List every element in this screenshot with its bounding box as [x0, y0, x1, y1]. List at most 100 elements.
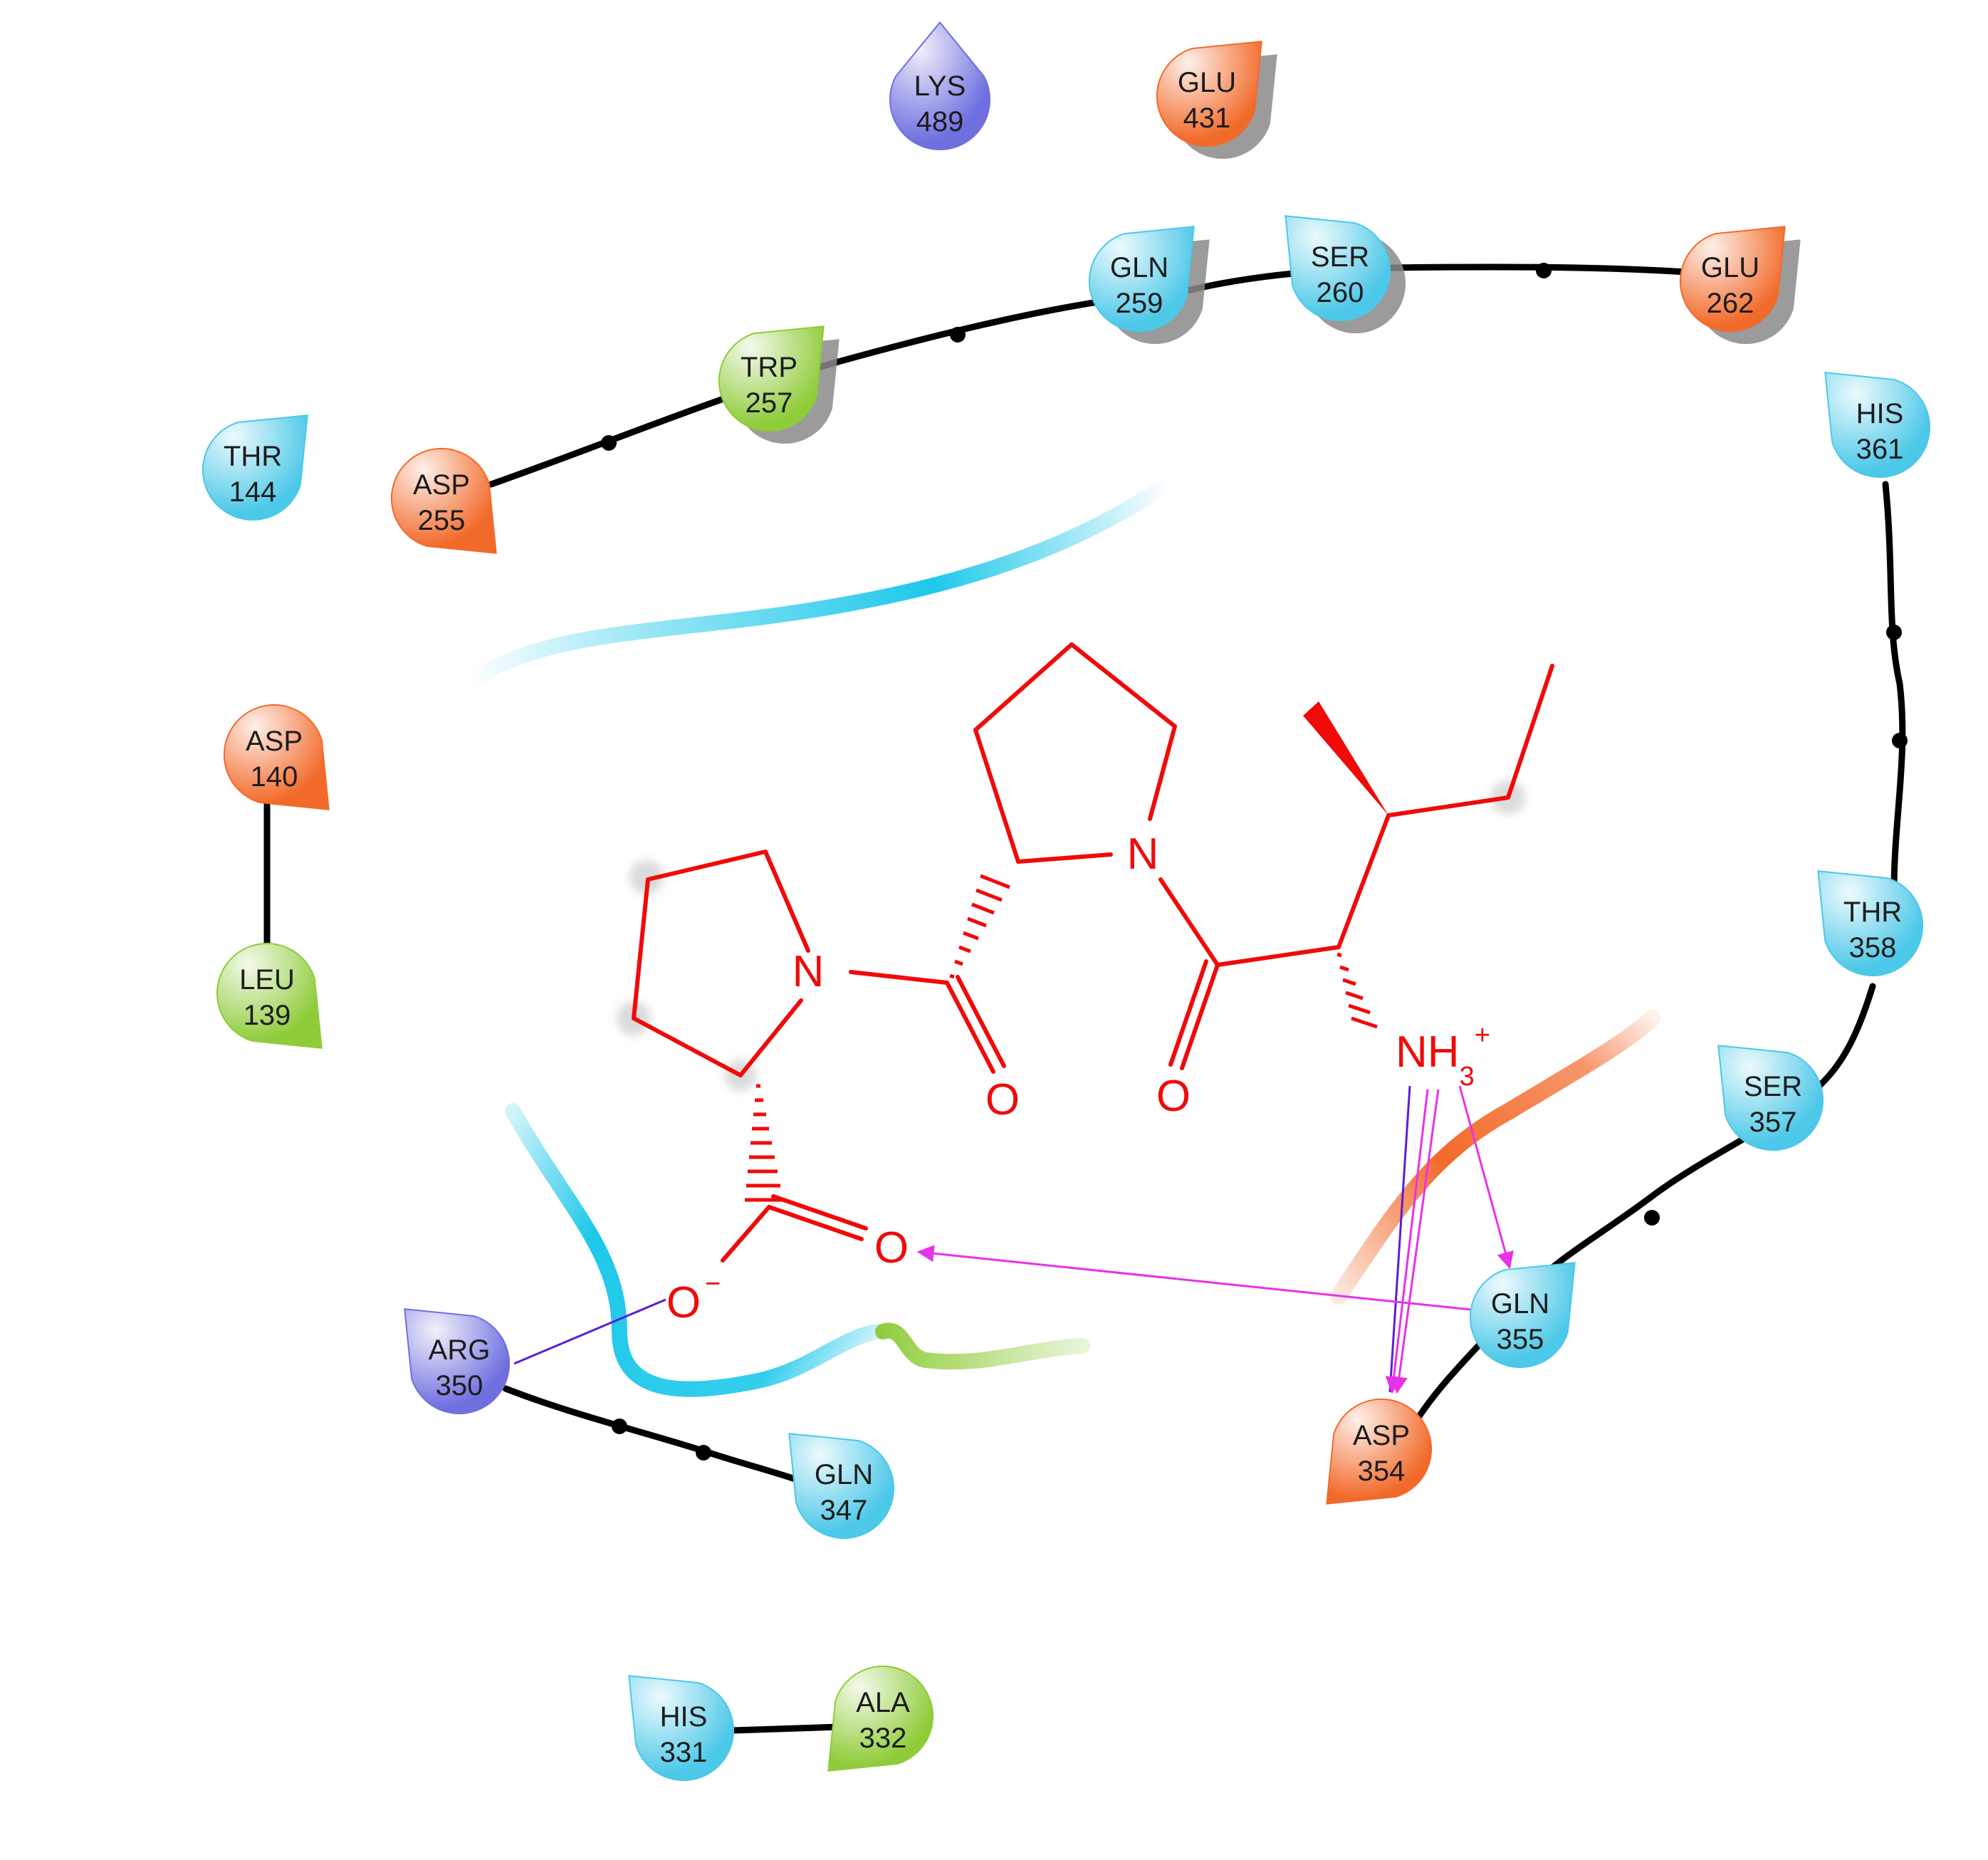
atom-n-left: N	[792, 947, 825, 996]
atom-o-carbonyl-left: O	[985, 1075, 1020, 1124]
residue-asp255: ASP 255	[390, 447, 497, 554]
residue-number: 255	[418, 505, 466, 536]
residue-number: 354	[1358, 1456, 1406, 1487]
salt-bridge-asp354	[1388, 1085, 1411, 1393]
atom-o-carboxylate-charge: −	[705, 1269, 721, 1299]
residue-name: LEU	[239, 964, 295, 996]
bond	[956, 975, 1006, 1068]
pocket-contour	[462, 476, 1660, 1397]
interactions	[513, 1085, 1514, 1394]
residue-name: SER	[1744, 1071, 1802, 1102]
wedge-bond	[1303, 701, 1388, 815]
residue-drop	[1088, 226, 1195, 333]
residue-name: ARG	[429, 1334, 491, 1366]
residue-ala332: ALA 332	[827, 1665, 934, 1772]
hashed-bond	[745, 1084, 783, 1202]
residue-number: 262	[1707, 288, 1754, 319]
residue-number: 358	[1849, 932, 1897, 963]
bond	[721, 1205, 771, 1263]
atom-n-mid: N	[1127, 830, 1159, 879]
residue-number: 140	[251, 761, 298, 793]
residue-drop	[788, 1433, 895, 1540]
residue-drop	[1817, 870, 1924, 977]
residue-number: 350	[436, 1370, 483, 1401]
residue-drop	[223, 704, 330, 810]
bond	[973, 642, 1177, 864]
residue-drop	[1469, 1262, 1576, 1369]
residue-asp354: ASP 354	[1326, 1398, 1433, 1505]
backbone-thr358-asp354	[1406, 983, 1876, 1435]
backbone-node	[1536, 263, 1552, 278]
residue-name: ASP	[413, 469, 470, 501]
residue-name: ASP	[1353, 1420, 1410, 1451]
residue-number: 139	[244, 1000, 291, 1031]
residue-asp140: ASP 140	[223, 704, 330, 810]
bond	[1180, 963, 1220, 1070]
residue-name: TRP	[741, 352, 797, 383]
bond	[632, 877, 743, 1077]
backbone-node	[1644, 1210, 1660, 1226]
residue-drop	[1156, 41, 1262, 147]
bond	[849, 970, 949, 985]
solvent-exposure-halo	[629, 860, 664, 894]
residue-name: HIS	[1856, 398, 1904, 429]
residue-name: GLN	[1491, 1288, 1549, 1320]
bond	[738, 998, 803, 1077]
residue-drop	[889, 21, 990, 150]
residue-name: GLN	[1110, 252, 1168, 283]
backbone-his361-thr358	[1882, 481, 1906, 894]
residue-his361: HIS 361	[1824, 372, 1931, 479]
residue-number: 357	[1749, 1107, 1797, 1138]
backbone-node	[696, 1445, 711, 1461]
residue-name: THR	[224, 441, 282, 472]
hbond-nh3-asp354-b	[1391, 1089, 1440, 1394]
residue-glu262: GLU 262	[1679, 226, 1801, 345]
residue-gln355: GLN 355	[1469, 1262, 1576, 1369]
residue-drop	[827, 1665, 934, 1772]
bond	[767, 1205, 864, 1241]
bond	[1215, 945, 1341, 967]
residue-name: GLU	[1178, 67, 1236, 98]
residue-name: THR	[1843, 897, 1902, 928]
backbone-node	[1886, 625, 1902, 640]
backbone-links	[263, 263, 1908, 1734]
hbond-gln355-o	[916, 1245, 1478, 1312]
residue-name: GLU	[1701, 252, 1759, 283]
residue-trp257: TRP 257	[718, 325, 839, 444]
backbone-his331-ala332	[730, 1723, 844, 1734]
residue-name: ALA	[856, 1687, 910, 1718]
backbone-arg350-gln347	[502, 1385, 815, 1488]
residue-number: 257	[746, 387, 793, 419]
atom-o-carboxyl: O	[874, 1223, 909, 1273]
backbone-node	[1892, 733, 1908, 748]
residue-number: 332	[859, 1723, 907, 1754]
hbond-nh3-gln355	[1458, 1085, 1514, 1270]
residue-drop	[1824, 372, 1931, 479]
bond	[1168, 959, 1208, 1067]
residue-leu139: LEU 139	[216, 942, 323, 1049]
residue-name: SER	[1311, 241, 1369, 273]
residue-name: ASP	[246, 726, 303, 757]
residue-number: 347	[820, 1495, 868, 1526]
residue-drop	[1326, 1398, 1433, 1505]
bond	[1386, 664, 1554, 817]
bond	[771, 1194, 868, 1231]
residue-number: 361	[1856, 434, 1904, 465]
ligand-structure: N N O O O O − NH3+	[617, 642, 1554, 1327]
backbone-node	[612, 1418, 627, 1434]
residue-number: 489	[916, 106, 964, 137]
residue-arg350: ARG 350	[404, 1308, 511, 1415]
residue-ser357: SER 357	[1717, 1045, 1824, 1151]
hbond-nh3-asp354-a	[1385, 1089, 1429, 1394]
residue-number: 355	[1497, 1324, 1544, 1355]
pocket-hydrophobic-bottom	[875, 1322, 1090, 1370]
